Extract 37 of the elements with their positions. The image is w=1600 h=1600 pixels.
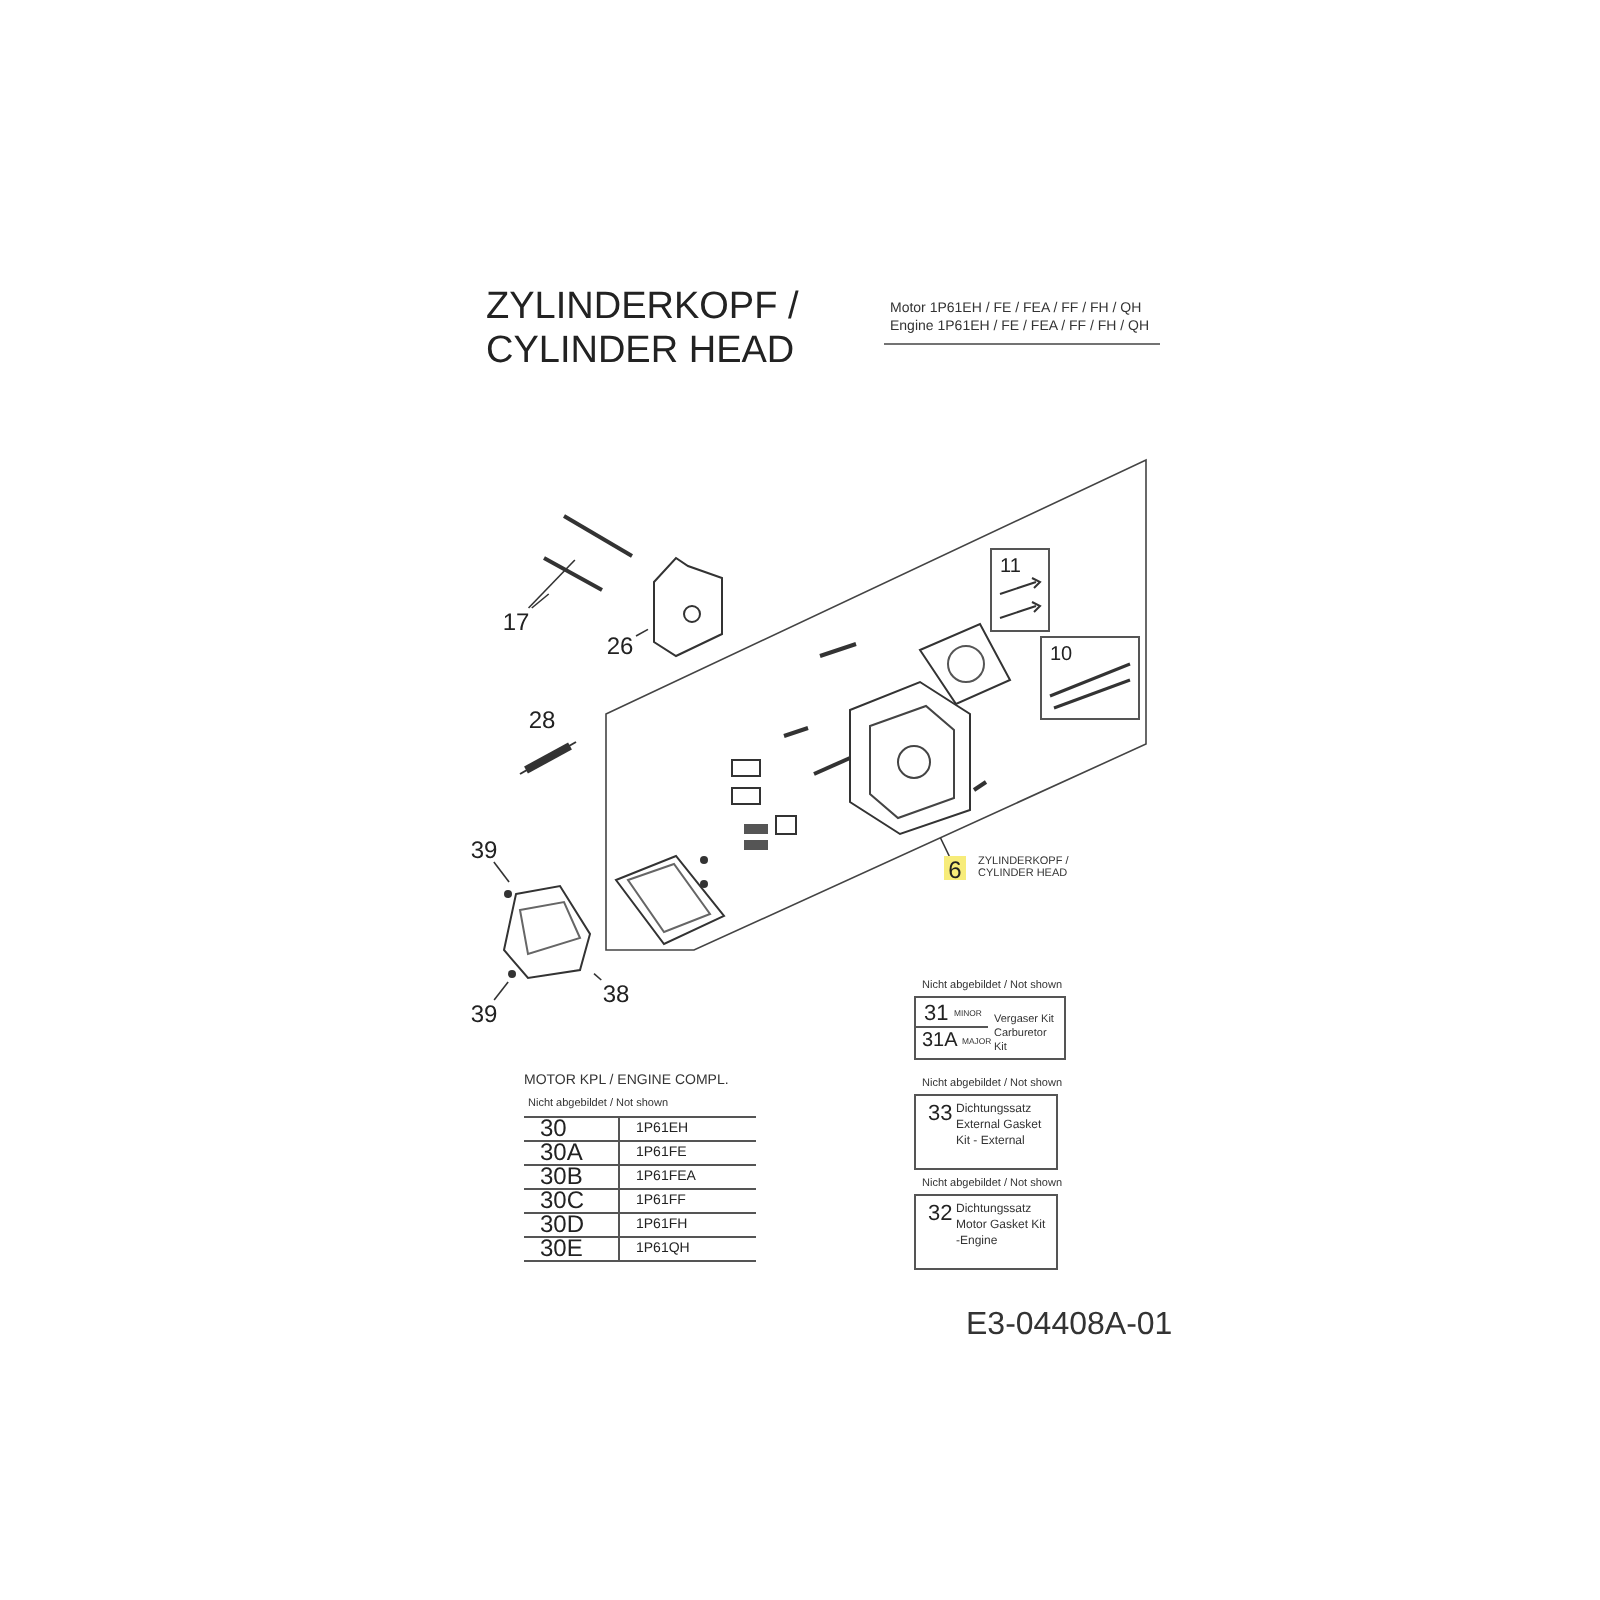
table-cell: 30C xyxy=(524,1190,620,1214)
callout-number: 28 xyxy=(526,706,558,734)
leader-line xyxy=(493,861,510,883)
table-cell: 30D xyxy=(524,1214,620,1238)
leader-line xyxy=(527,559,576,609)
part-drawing xyxy=(648,554,728,660)
diagram-title: ZYLINDERKOPF / CYLINDER HEAD xyxy=(486,286,801,374)
callout-number: 39 xyxy=(468,1000,500,1026)
callout-number: 38 xyxy=(600,980,632,1006)
table-cell: 30B xyxy=(524,1166,620,1190)
callout-number: 11 xyxy=(1000,556,1021,578)
leader-line xyxy=(493,981,509,1001)
table-cell: 30E xyxy=(524,1238,620,1262)
table-cell: 30 xyxy=(524,1116,620,1142)
kit-panel xyxy=(914,996,1066,1060)
part-drawing xyxy=(560,512,636,560)
callout-number: 32 xyxy=(928,1204,953,1226)
part-drawing xyxy=(500,882,594,982)
part-drawing xyxy=(540,554,606,594)
callout-number: 10 xyxy=(1050,644,1073,666)
kit-panel xyxy=(914,1094,1058,1170)
callout-number: 33 xyxy=(928,1104,953,1126)
callout-number: 26 xyxy=(604,632,636,658)
leader-line xyxy=(593,972,603,981)
leader-line xyxy=(530,593,550,609)
kit-panel xyxy=(914,1194,1058,1270)
callout-number: 31A xyxy=(922,1032,958,1052)
kit-frame xyxy=(990,548,1050,632)
leader-line xyxy=(635,628,649,637)
leader-line xyxy=(939,837,950,857)
drawing-number: E3-04408A-01 xyxy=(966,1308,1173,1345)
callout-number: 6 xyxy=(944,856,966,880)
callout-number: 39 xyxy=(468,836,500,862)
table-cell: 30A xyxy=(524,1142,620,1166)
kit-frame xyxy=(1040,636,1140,720)
callout-number: 31 xyxy=(924,1004,949,1026)
callout-number: 17 xyxy=(500,608,532,634)
